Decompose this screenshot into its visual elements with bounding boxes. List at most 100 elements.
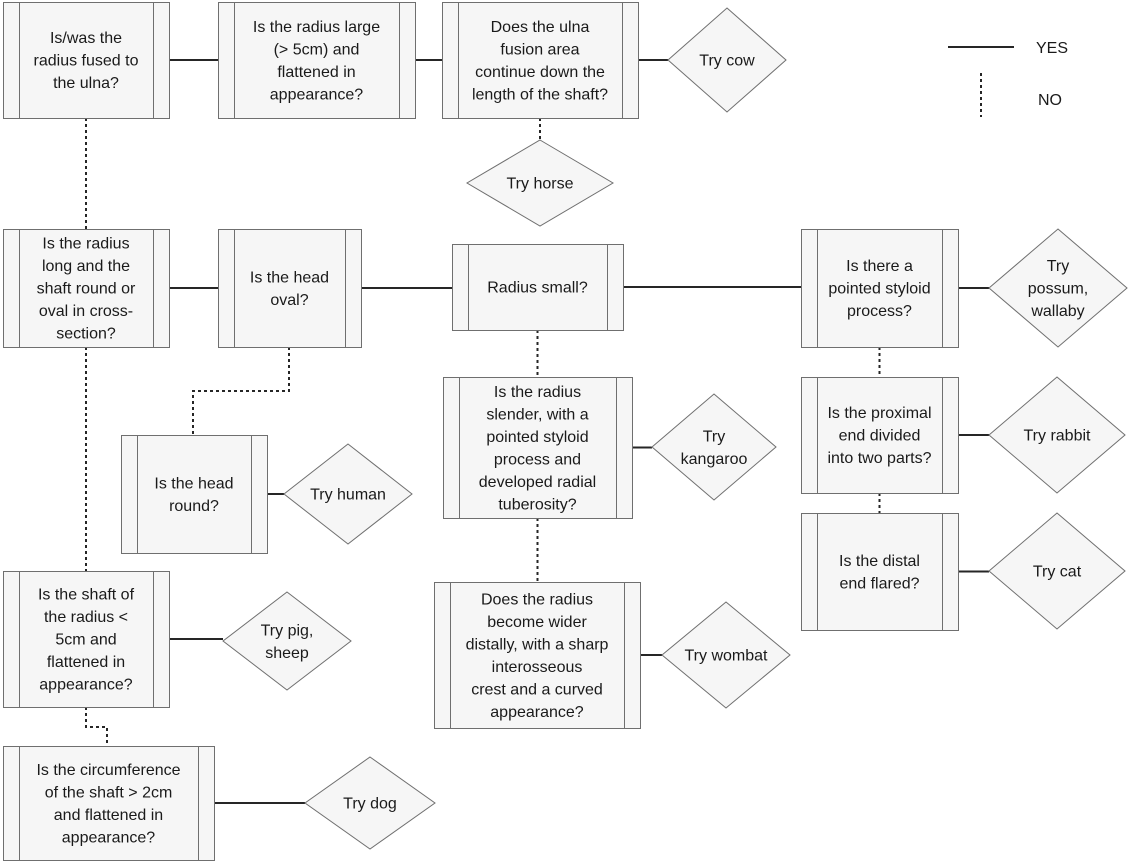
node-text-line: Try cow <box>699 53 755 70</box>
question-q-fused: Is/was the radius fused to the ulna? <box>3 2 170 119</box>
node-text-line: Is the radius <box>494 384 581 401</box>
node-text-line: Try cat <box>1033 564 1082 581</box>
result-r-kangaroo: Try kangaroo <box>651 393 777 501</box>
node-text-line: Does the ulna <box>491 19 590 36</box>
node-text-line: the radius < <box>44 609 128 626</box>
node-text-line: (> 5cm) and <box>274 41 360 58</box>
process-box <box>121 435 268 554</box>
result-r-dog: Try dog <box>304 756 436 850</box>
node-text-line: pointed styloid <box>828 281 930 298</box>
connector-no-q_shaft_5cm-to-q_circumference <box>85 707 108 746</box>
decision-diamond <box>651 393 777 501</box>
node-text-line: wallaby <box>1030 303 1084 320</box>
node-text-line: kangaroo <box>681 451 748 468</box>
node-text-line: Is the head <box>250 269 329 286</box>
connector-no-q_head_oval-to-q_head_round <box>192 347 290 435</box>
decision-diamond <box>283 443 413 545</box>
result-r-rabbit: Try rabbit <box>988 376 1126 494</box>
result-r-pig: Try pig,sheep <box>222 591 352 691</box>
node-text-line: flattened in <box>47 654 125 671</box>
node-text-line: distally, with a sharp <box>466 636 609 653</box>
node-text-line: end divided <box>839 428 921 445</box>
decision-diamond <box>667 7 787 113</box>
node-text-line: Is the radius large <box>253 19 380 36</box>
nodes: Is/was the radius fused to the ulna? Is the… <box>3 2 1128 861</box>
decision-diamond <box>988 376 1126 494</box>
node-text-line: crest and a curved <box>471 681 603 698</box>
process-box <box>3 229 170 348</box>
node-text-line: Is the distal <box>839 553 920 570</box>
result-r-wombat: Try wombat <box>661 601 791 709</box>
node-text-line: Try dog <box>343 796 397 813</box>
process-box <box>3 746 215 861</box>
node-text-line: appearance? <box>490 704 584 721</box>
node-text-line: Is the radius <box>42 236 129 253</box>
question-q-head-oval: Is the head oval? <box>218 229 362 348</box>
node-text-line: length of the shaft? <box>472 86 608 103</box>
node-text-line: Is the proximal <box>827 405 931 422</box>
question-q-radius-small: Radius small? <box>452 244 624 331</box>
node-text-line: Is the head <box>154 475 233 492</box>
node-text-line: possum, <box>1028 281 1088 298</box>
decision-diamond <box>222 591 352 691</box>
process-box <box>442 2 639 119</box>
decision-diamond <box>988 228 1128 348</box>
node-text-line: Is the shaft of <box>38 587 135 604</box>
legend-yes-label: YES <box>1036 40 1068 57</box>
question-q-distal: Is the distal end flared? <box>801 513 959 631</box>
node-text-line: pointed styloid <box>486 429 588 446</box>
node-text-line: fusion area <box>500 41 579 58</box>
node-text-line: Is/was the <box>50 30 122 47</box>
node-text-line: tuberosity? <box>498 496 576 513</box>
result-r-possum: Try possum, wallaby <box>988 228 1128 348</box>
node-text-line: Try <box>1047 258 1070 275</box>
node-text-line: into two parts? <box>827 450 931 467</box>
node-text-line: flattened in <box>277 64 355 81</box>
node-text-line: long and the <box>42 258 130 275</box>
decision-diamond <box>661 601 791 709</box>
process-box <box>801 229 959 348</box>
legend-no-label: NO <box>1038 92 1062 109</box>
node-text-line: shaft round or <box>37 281 136 298</box>
node-text-line: become wider <box>487 614 587 631</box>
node-text-line: oval? <box>270 292 308 309</box>
node-text-line: developed radial <box>479 474 596 491</box>
process-box <box>3 571 170 708</box>
process-box <box>443 377 633 519</box>
question-q-proximal: Is the proximal end divided into two parts… <box>801 377 959 494</box>
node-text-line: sheep <box>265 645 309 662</box>
process-box <box>218 2 416 119</box>
decision-diamond <box>466 139 614 227</box>
node-text-line: the ulna? <box>53 75 119 92</box>
result-r-cow: Try cow <box>667 7 787 113</box>
node-text-line: continue down the <box>475 64 605 81</box>
node-text-line: process? <box>847 303 912 320</box>
process-box <box>434 582 641 729</box>
node-text-line: Try rabbit <box>1024 428 1092 445</box>
node-text-line: section? <box>56 326 116 343</box>
result-r-human: Try human <box>283 443 413 545</box>
node-text-line: 5cm and <box>55 632 116 649</box>
question-q-ulna-fusion: Does the ulna fusion area continue down th… <box>442 2 639 119</box>
process-box <box>452 244 624 331</box>
process-box <box>218 229 362 348</box>
node-text-line: Try horse <box>507 176 574 193</box>
node-text-line: oval in cross- <box>39 303 133 320</box>
node-text-line: end flared? <box>839 575 919 592</box>
result-r-cat: Try cat <box>988 512 1126 630</box>
node-text-line: interosseous <box>492 659 583 676</box>
node-text-line: Try <box>703 428 726 445</box>
node-text-line: appearance? <box>62 829 156 846</box>
node-text-line: Radius small? <box>487 280 588 297</box>
question-q-long-round: Is the radius long and the shaft round or o… <box>3 229 170 348</box>
node-text-line: process and <box>494 451 581 468</box>
connectors <box>85 59 989 804</box>
node-text-line: Try wombat <box>685 648 769 665</box>
node-text-line: radius fused to <box>34 53 139 70</box>
node-text-line: of the shaft > 2cm <box>45 784 173 801</box>
